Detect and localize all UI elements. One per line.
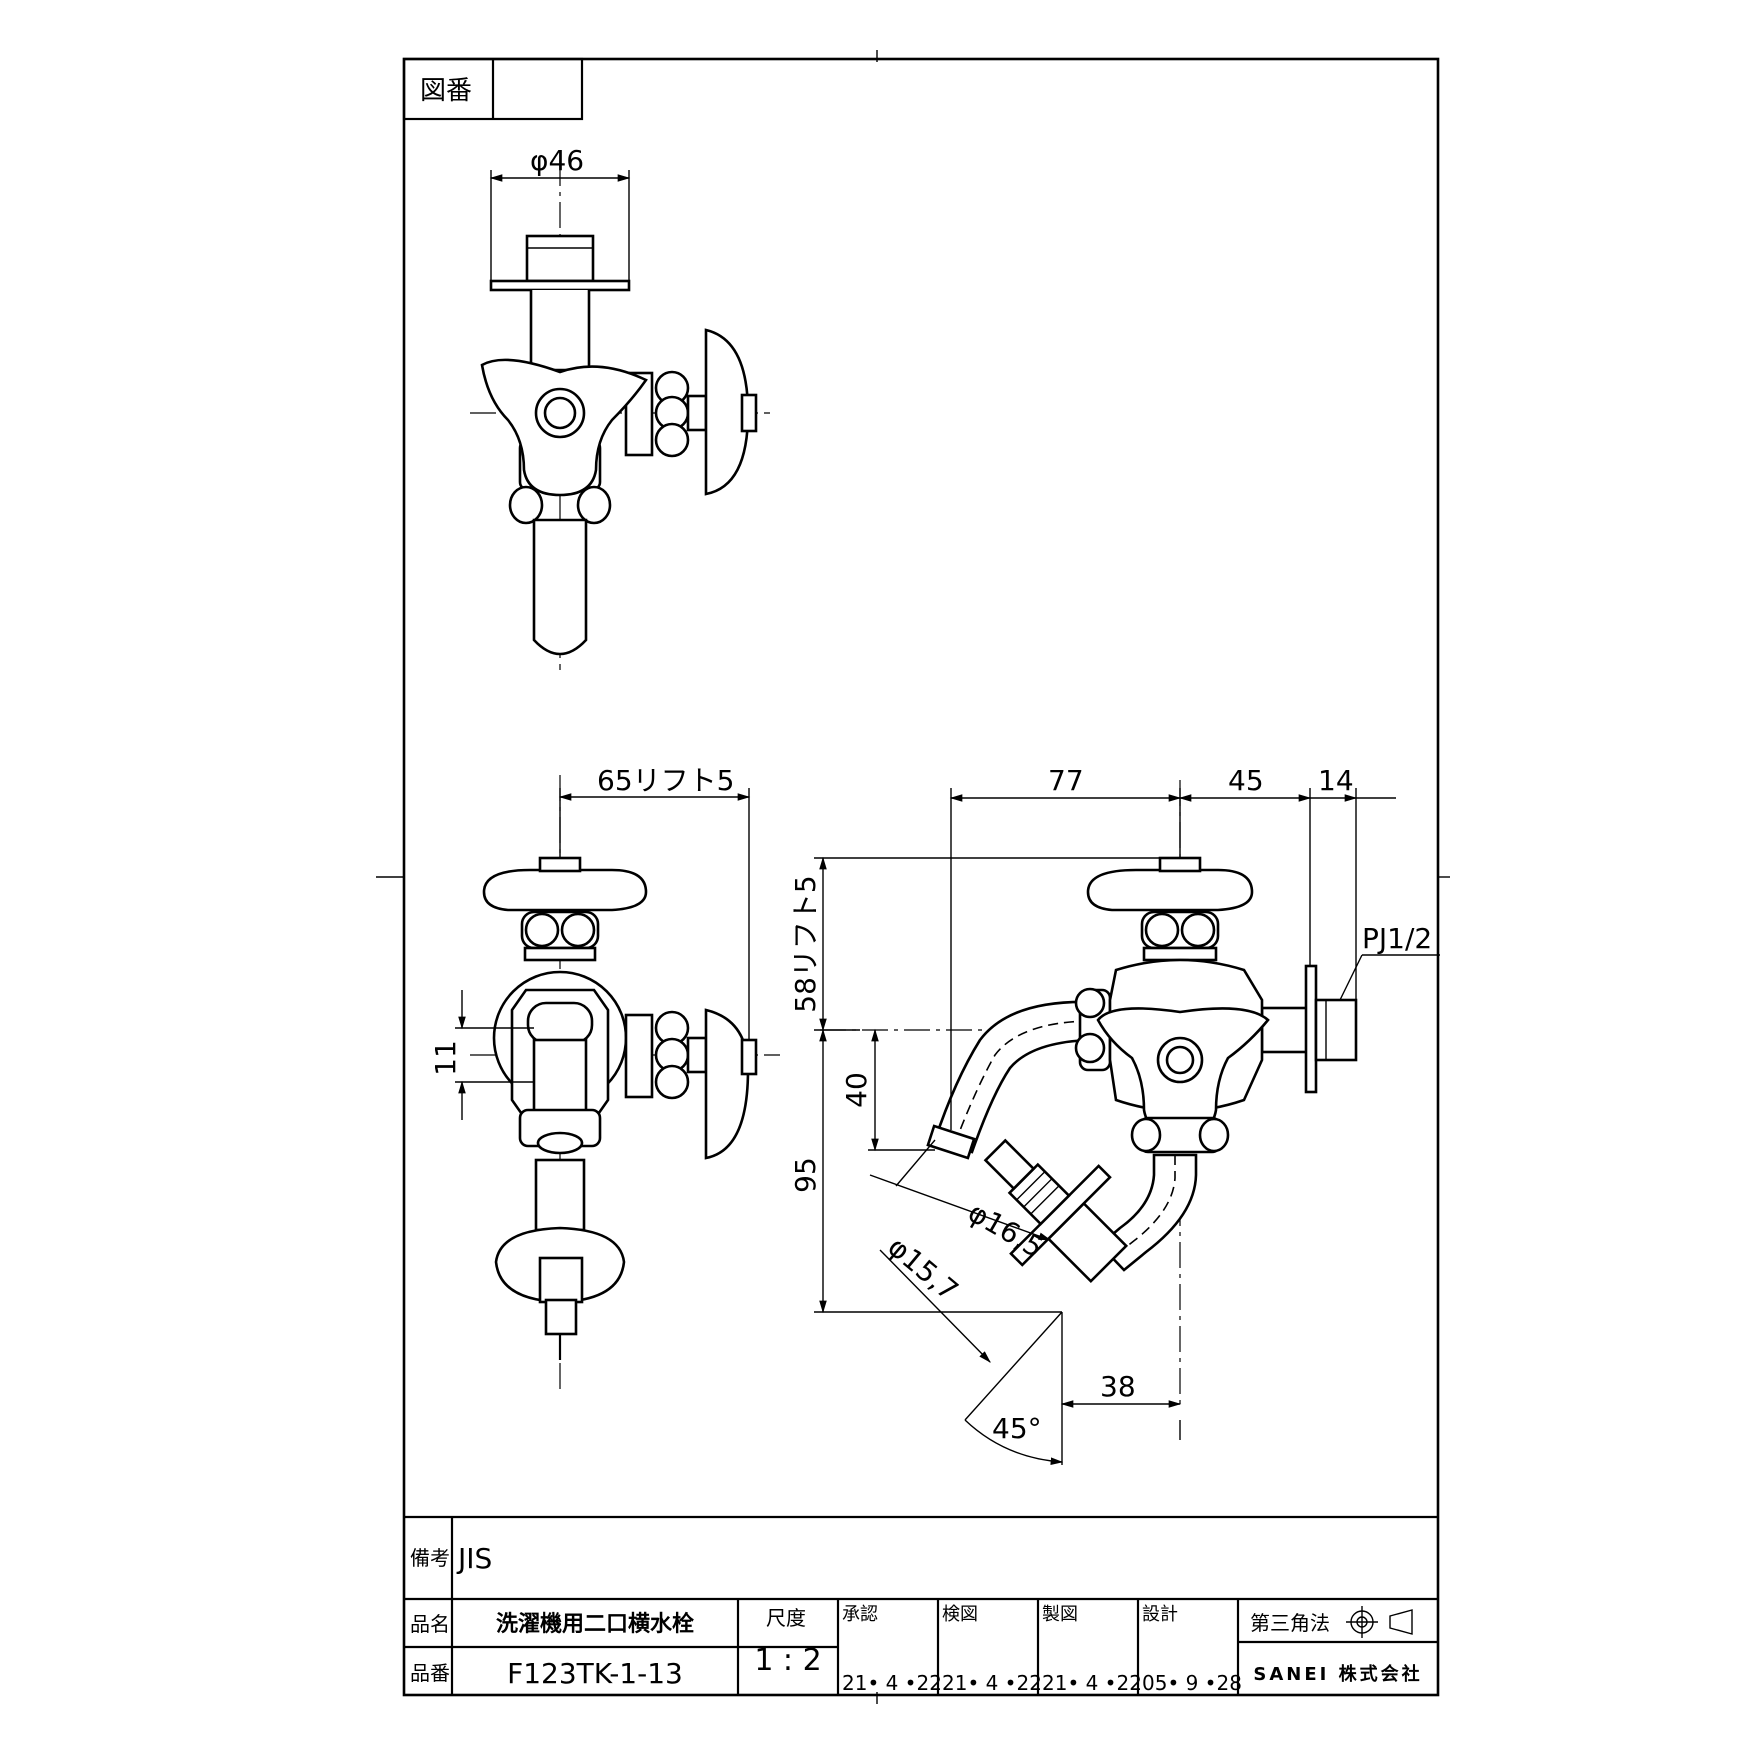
remarks-label: 備考 [410,1546,450,1570]
dim-top-flange: φ46 [489,144,631,281]
dim-label-phi46: φ46 [530,144,584,177]
drawn-label: 製図 [1042,1604,1078,1625]
dim-label-45deg: 45° [992,1412,1042,1445]
remarks-value: JIS [456,1542,492,1575]
checked-label: 検図 [942,1604,978,1625]
dim-dia-15-7: φ15,7 [879,1230,991,1363]
drawn-date: 21• 4 •22 [1042,1671,1142,1695]
title-block: 備考 JIS 品名 洗濯機用二口横水栓 品番 F123TK-1-13 尺度 1 … [404,1515,1438,1695]
dim-label-40: 40 [840,1072,873,1108]
dim-label-15-7: φ15,7 [882,1230,965,1307]
front-view [470,775,780,1395]
company-name: SANEI 株式会社 [1253,1663,1422,1685]
name-label: 品名 [410,1612,450,1636]
name-value: 洗濯機用二口横水栓 [496,1612,694,1637]
dim-77-45-14: 77 45 14 [949,764,1396,1130]
dim-38-and-angle: 38 45° [964,1311,1182,1465]
top-view [470,160,770,670]
dim-label-77: 77 [1048,764,1084,797]
number-value: F123TK-1-13 [507,1657,683,1690]
number-label: 品番 [410,1661,450,1685]
projection-label: 第三角法 [1250,1611,1330,1635]
dim-offset-11: 11 [429,990,534,1120]
dim-label-65: 65リフト5 [597,764,734,797]
drawing-border [402,57,1440,1697]
scale-value: 1 : 2 [754,1643,821,1678]
drawing-number-box: 図番 [402,57,584,121]
dim-label-14: 14 [1318,764,1354,797]
dim-label-95: 95 [789,1157,822,1193]
design-date: 05• 9 •28 [1142,1671,1242,1695]
dim-front-width: 65リフト5 [558,764,751,1040]
dim-label-38: 38 [1100,1370,1136,1403]
dim-label-45: 45 [1228,764,1264,797]
design-label: 設計 [1142,1604,1178,1625]
checked-date: 21• 4 •22 [942,1671,1042,1695]
third-angle-projection-icon [1346,1606,1413,1638]
side-view [820,780,1358,1410]
scale-label: 尺度 [766,1606,806,1630]
dim-thread-leader: PJ1/2 [1339,922,1440,1001]
drawing-number-label: 図番 [420,76,472,106]
approved-date: 21• 4 •22 [842,1671,942,1695]
dim-label-11: 11 [429,1040,462,1076]
dim-58-95-40: 58リフト5 95 40 [789,856,1170,1314]
dim-label-58: 58リフト5 [789,875,822,1012]
approved-label: 承認 [842,1604,878,1625]
dim-label-pj: PJ1/2 [1362,922,1432,955]
